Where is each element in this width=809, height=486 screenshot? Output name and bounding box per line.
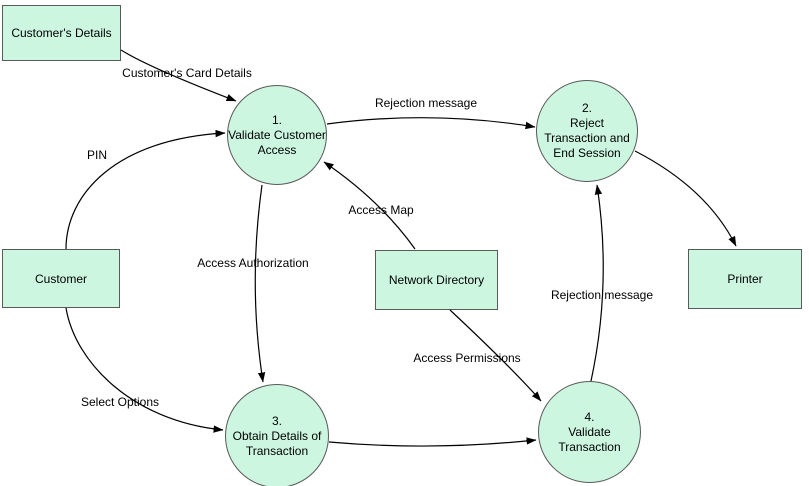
flow-arrow-access-map xyxy=(323,161,416,250)
flow-label-access-map: Access Map xyxy=(348,203,414,217)
entity-network-directory: Network Directory xyxy=(375,250,498,310)
entity-printer: Printer xyxy=(688,249,802,309)
entity-customers-details-label: Customer's Details xyxy=(11,26,112,40)
entity-printer-label: Printer xyxy=(727,272,763,286)
flow-arrow-access-permissions xyxy=(449,309,542,402)
entity-network-directory-label: Network Directory xyxy=(388,273,485,287)
flow-label-select-options: Select Options xyxy=(80,395,160,409)
flow-label-access-permissions: Access Permissions xyxy=(413,351,521,365)
entity-customer-label: Customer xyxy=(34,271,87,286)
flow-label-access-authorization: Access Authorization xyxy=(197,256,309,270)
flow-arrow-rejection-message-1 xyxy=(326,117,536,130)
process-4-label: 4. Validate Transaction xyxy=(558,409,621,454)
flow-label-rejection-message-2: Rejection message xyxy=(550,288,654,302)
flow-arrow-pin xyxy=(65,129,226,250)
process-1-label: 1. Validate Customer Access xyxy=(228,112,326,157)
flow-label-pin: PIN xyxy=(86,148,108,162)
process-3-label: 3. Obtain Details of Transaction xyxy=(232,413,322,458)
process-2-label: 2. Reject Transaction and End Session xyxy=(544,101,630,160)
flow-label-rejection-message-1: Rejection message xyxy=(374,96,478,110)
flow-arrow-customers-card-details xyxy=(120,49,237,102)
flow-arrow-access-authorization xyxy=(254,184,266,383)
entity-customer: Customer xyxy=(2,249,120,308)
process-1-validate-customer-access: 1. Validate Customer Access xyxy=(227,85,327,185)
entity-customers-details: Customer's Details xyxy=(2,5,121,61)
process-4-validate-transaction: 4. Validate Transaction xyxy=(538,381,641,483)
process-2-reject-transaction: 2. Reject Transaction and End Session xyxy=(536,80,638,182)
flow-arrow-select-options xyxy=(65,307,224,433)
flow-arrow-p3-to-p4 xyxy=(328,437,537,447)
flow-label-customers-card-details: Customer's Card Details xyxy=(122,66,252,80)
process-3-obtain-details: 3. Obtain Details of Transaction xyxy=(225,384,329,486)
flow-arrow-rejection-message-2 xyxy=(590,184,604,382)
flow-arrow-p2-to-printer xyxy=(634,150,737,247)
